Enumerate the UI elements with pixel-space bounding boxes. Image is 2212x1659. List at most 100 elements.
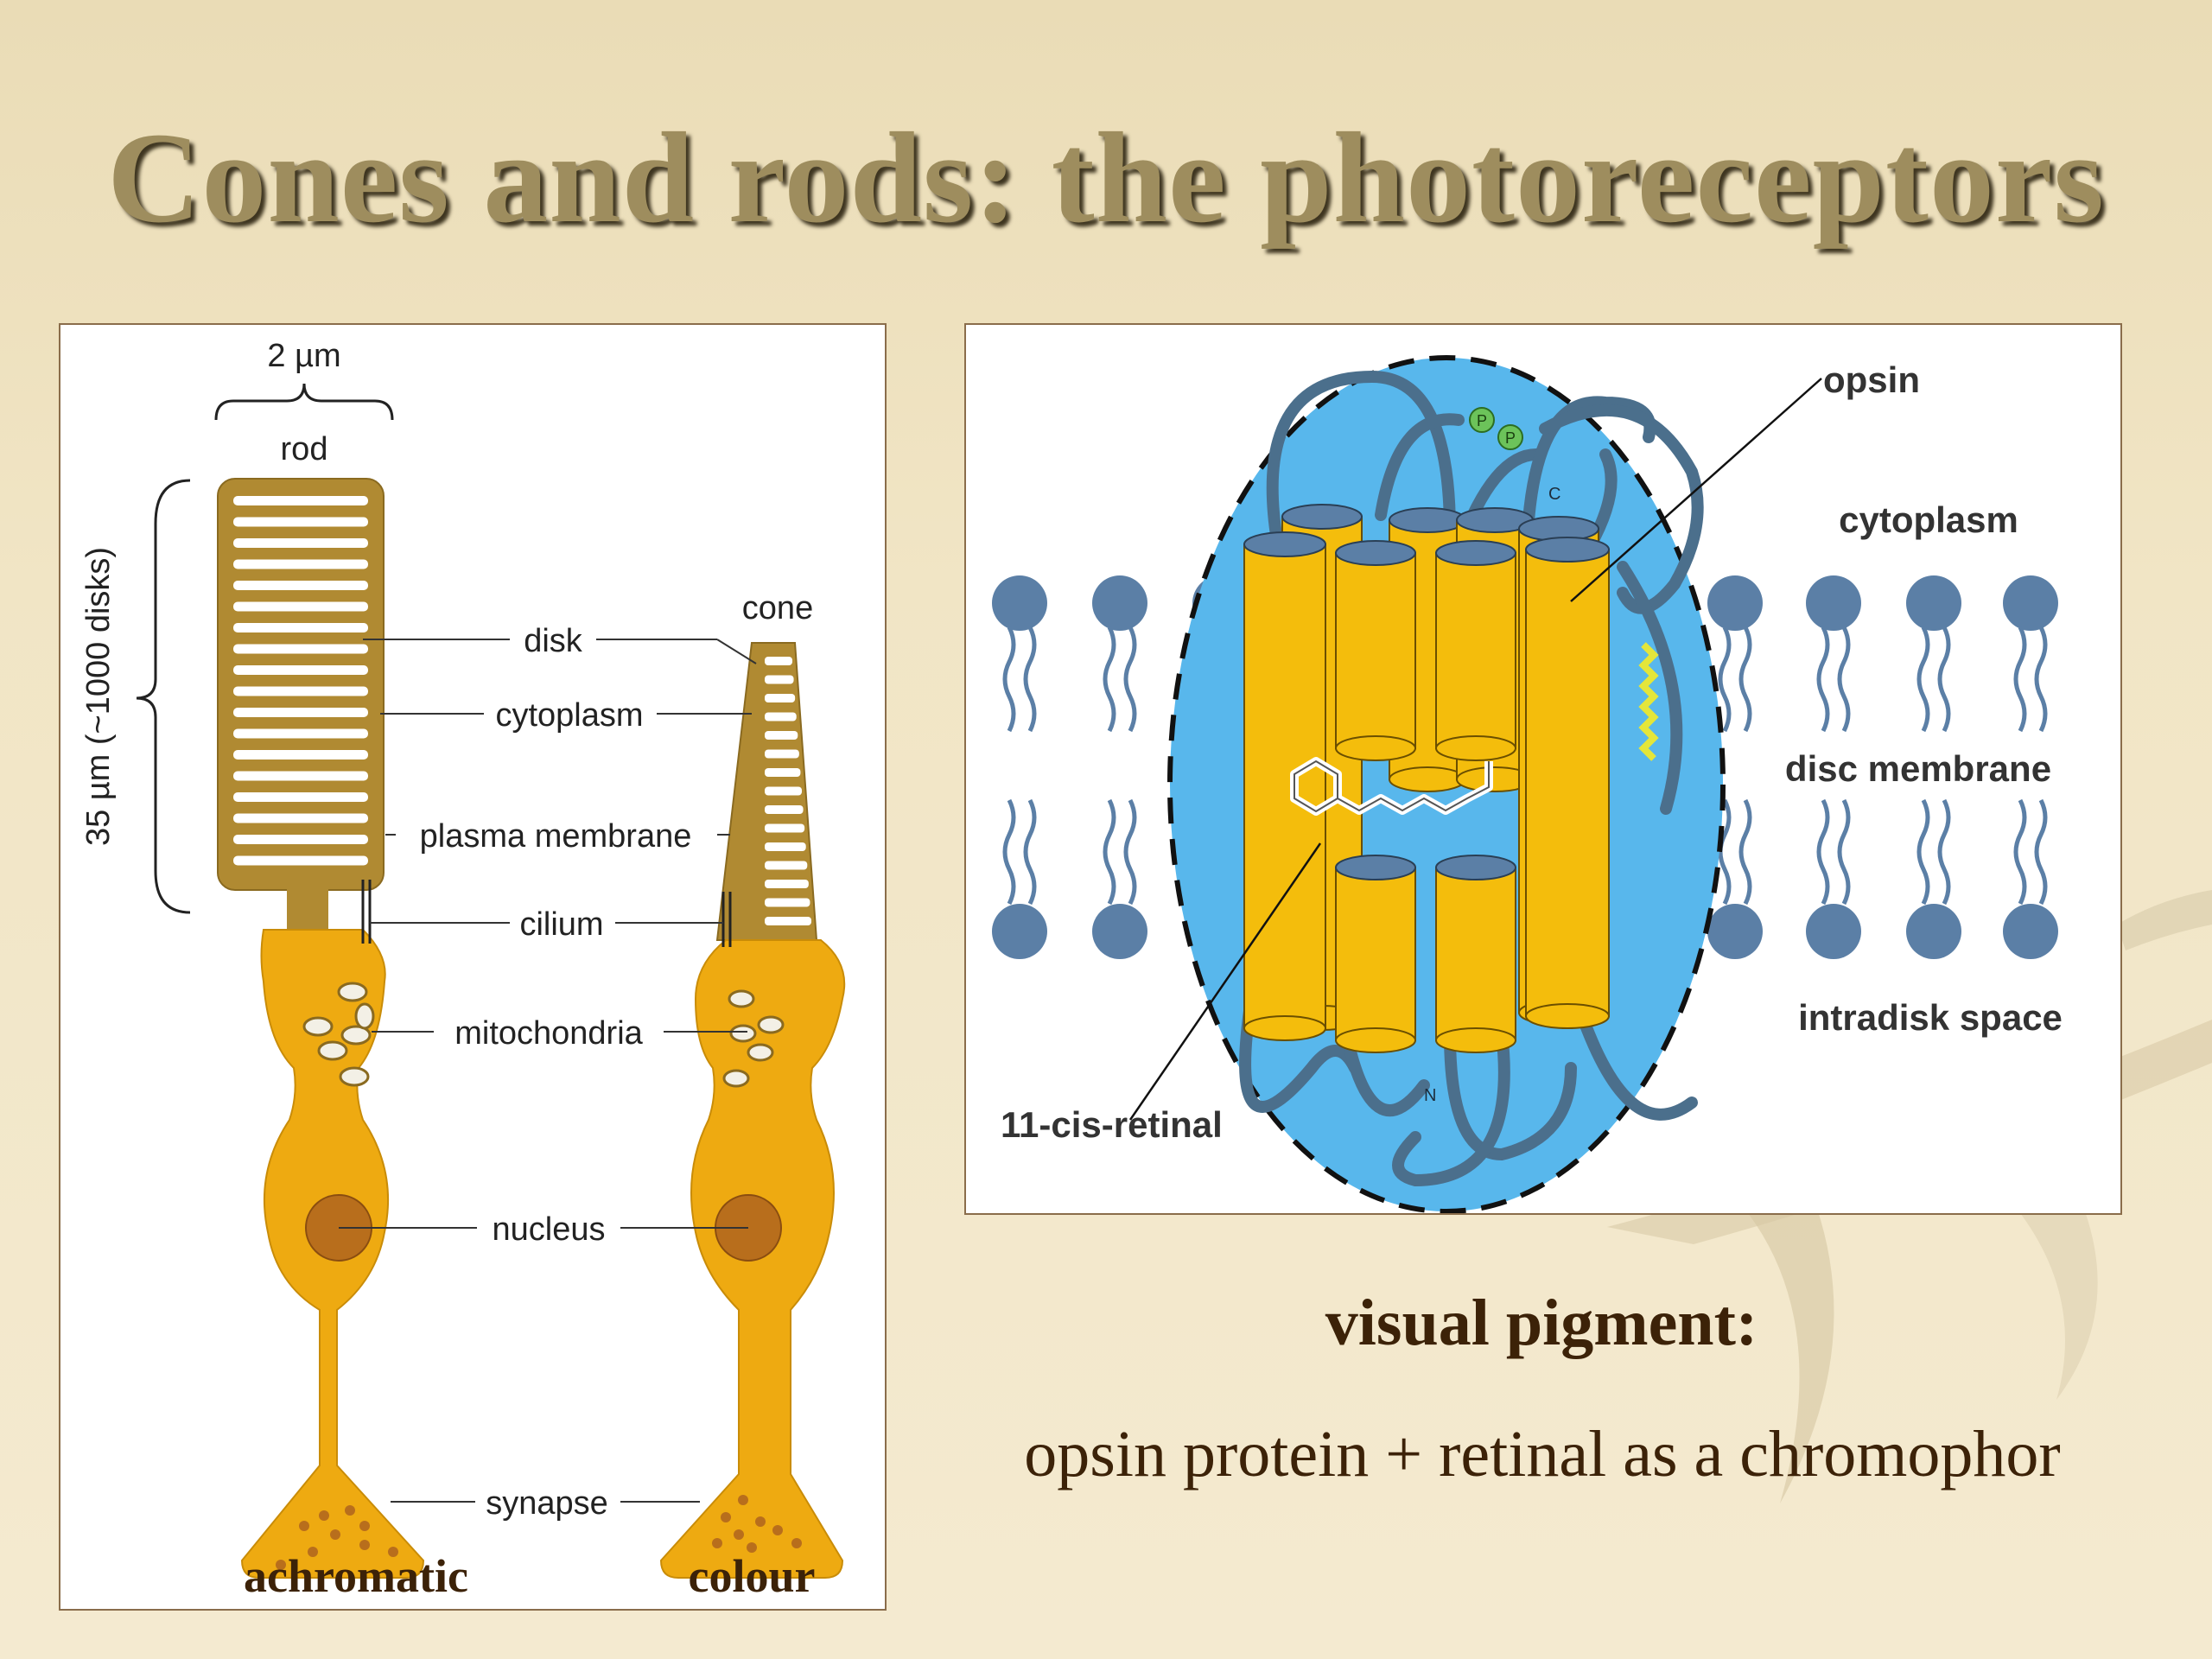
rod-disk [233, 517, 368, 527]
rod-disks [233, 496, 368, 866]
lipid-head [1092, 575, 1147, 631]
lipid-tail [1002, 626, 1016, 733]
lipid-tail [1123, 626, 1137, 733]
cone-disk [765, 712, 797, 721]
opsin-label: opsin [1823, 359, 1920, 400]
rod-disk [233, 538, 368, 548]
lipid-tail [2034, 626, 2048, 733]
lipid-tail [2013, 798, 2027, 906]
lipid-tail [1837, 626, 1851, 733]
width-bracket [214, 383, 394, 421]
n-terminus-label: N [1424, 1086, 1436, 1105]
lipid-tail [1816, 626, 1830, 733]
cilium-marks [361, 880, 732, 947]
rod-synaptic-vesicles [276, 1505, 398, 1570]
helix-body [1525, 549, 1610, 1017]
palmitoyl-chain [1638, 642, 1659, 761]
rod-disk [233, 750, 368, 760]
cone-disk [765, 880, 809, 888]
part-label-cilium: cilium [519, 906, 603, 943]
lipid-tail [1738, 798, 1752, 906]
helix-body [1435, 867, 1516, 1041]
phosphate-label-1: P [1477, 412, 1487, 429]
rod-disk [233, 644, 368, 654]
helix-top [1335, 855, 1416, 880]
width-label: 2 µm [267, 338, 340, 374]
rod-disk [233, 708, 368, 717]
lipid-tail [1916, 798, 1930, 906]
cone-mitochondria [722, 989, 785, 1088]
rod-disk [233, 835, 368, 844]
helix-top [1435, 540, 1516, 566]
leader-lines [339, 639, 757, 1503]
leader-lines [1128, 378, 1822, 1121]
part-label-synapse: synapse [486, 1485, 608, 1522]
helix-top [1389, 507, 1466, 533]
helix-top [1435, 855, 1516, 880]
rod-disk [233, 855, 368, 866]
lipid-tail [1718, 626, 1732, 733]
lipid-head [1092, 904, 1147, 959]
part-label-nucleus: nucleus [493, 1211, 606, 1248]
rod-cilium-stalk [287, 878, 328, 930]
lipid-tail [1816, 798, 1830, 906]
rod-disk [233, 771, 368, 781]
lipid-tail [1937, 798, 1951, 906]
lipid-tail [1718, 798, 1732, 906]
rod-disk [233, 601, 368, 612]
helix-top [1243, 531, 1326, 557]
lipid-tail [1837, 798, 1851, 906]
part-label-cytoplasm: cytoplasm [495, 697, 643, 734]
helix-bottom [1335, 1027, 1416, 1053]
cone-disk [765, 675, 794, 684]
rod-disk [233, 496, 368, 505]
rod-label: rod [281, 431, 328, 467]
phosphate-label-2: P [1505, 429, 1516, 447]
helix-top [1335, 540, 1416, 566]
rod-disk [233, 559, 368, 569]
lipid-head [1806, 575, 1861, 631]
cytoplasm-label: cytoplasm [1839, 499, 2018, 540]
cone-disk [765, 842, 806, 851]
cone-disk [765, 749, 799, 759]
cone-disks [765, 657, 811, 925]
visual-pigment-heading: visual pigment: [1325, 1287, 1758, 1359]
rod-disk [233, 581, 368, 590]
cone-label: cone [742, 590, 813, 626]
helix-bottom [1435, 1027, 1516, 1053]
cone-disk [765, 917, 811, 925]
rod-disk [233, 665, 368, 675]
cone-disk [765, 694, 796, 702]
cone-disk [765, 657, 792, 665]
lipid-head [1806, 904, 1861, 959]
rod-disk [233, 728, 368, 739]
disc-membrane-label: disc membrane [1785, 748, 2051, 789]
helix-bottom [1243, 1015, 1326, 1041]
photoreceptor-diagram-panel: 2 µm rod 35 µm (~1000 disks) cone [59, 323, 887, 1611]
lipid-tail [1738, 626, 1752, 733]
lipid-head [992, 575, 1047, 631]
rod-mitochondria [302, 982, 375, 1087]
rod-disk [233, 686, 368, 696]
rod-disk [233, 792, 368, 802]
lipid-head [1707, 904, 1763, 959]
visual-pigment-text: opsin protein + retinal as a chromophor [1024, 1418, 2061, 1491]
part-label-disk: disk [524, 623, 583, 659]
rod-cone-diagram: 2 µm rod 35 µm (~1000 disks) cone [80, 338, 846, 1602]
helix-bottom [1435, 735, 1516, 761]
retinal-molecule-outline [1294, 760, 1490, 813]
lipid-tail [1103, 798, 1116, 906]
cone-disk [765, 898, 810, 907]
cone-caption: colour [689, 1550, 816, 1602]
helix-body [1335, 867, 1416, 1041]
cone-synaptic-vesicles [712, 1495, 802, 1553]
part-label-plasma-membrane: plasma membrane [420, 818, 692, 855]
helix-body [1243, 543, 1326, 1029]
intradisk-space-label: intradisk space [1798, 997, 2063, 1038]
lipid-tail [1937, 626, 1951, 733]
lipid-head [1906, 904, 1961, 959]
rhodopsin-diagram: P P C N opsin cytoplasm disc membrane in… [992, 355, 2063, 1213]
lipid-head [992, 904, 1047, 959]
lipid-tail [1916, 626, 1930, 733]
lipid-tail [2034, 798, 2048, 906]
